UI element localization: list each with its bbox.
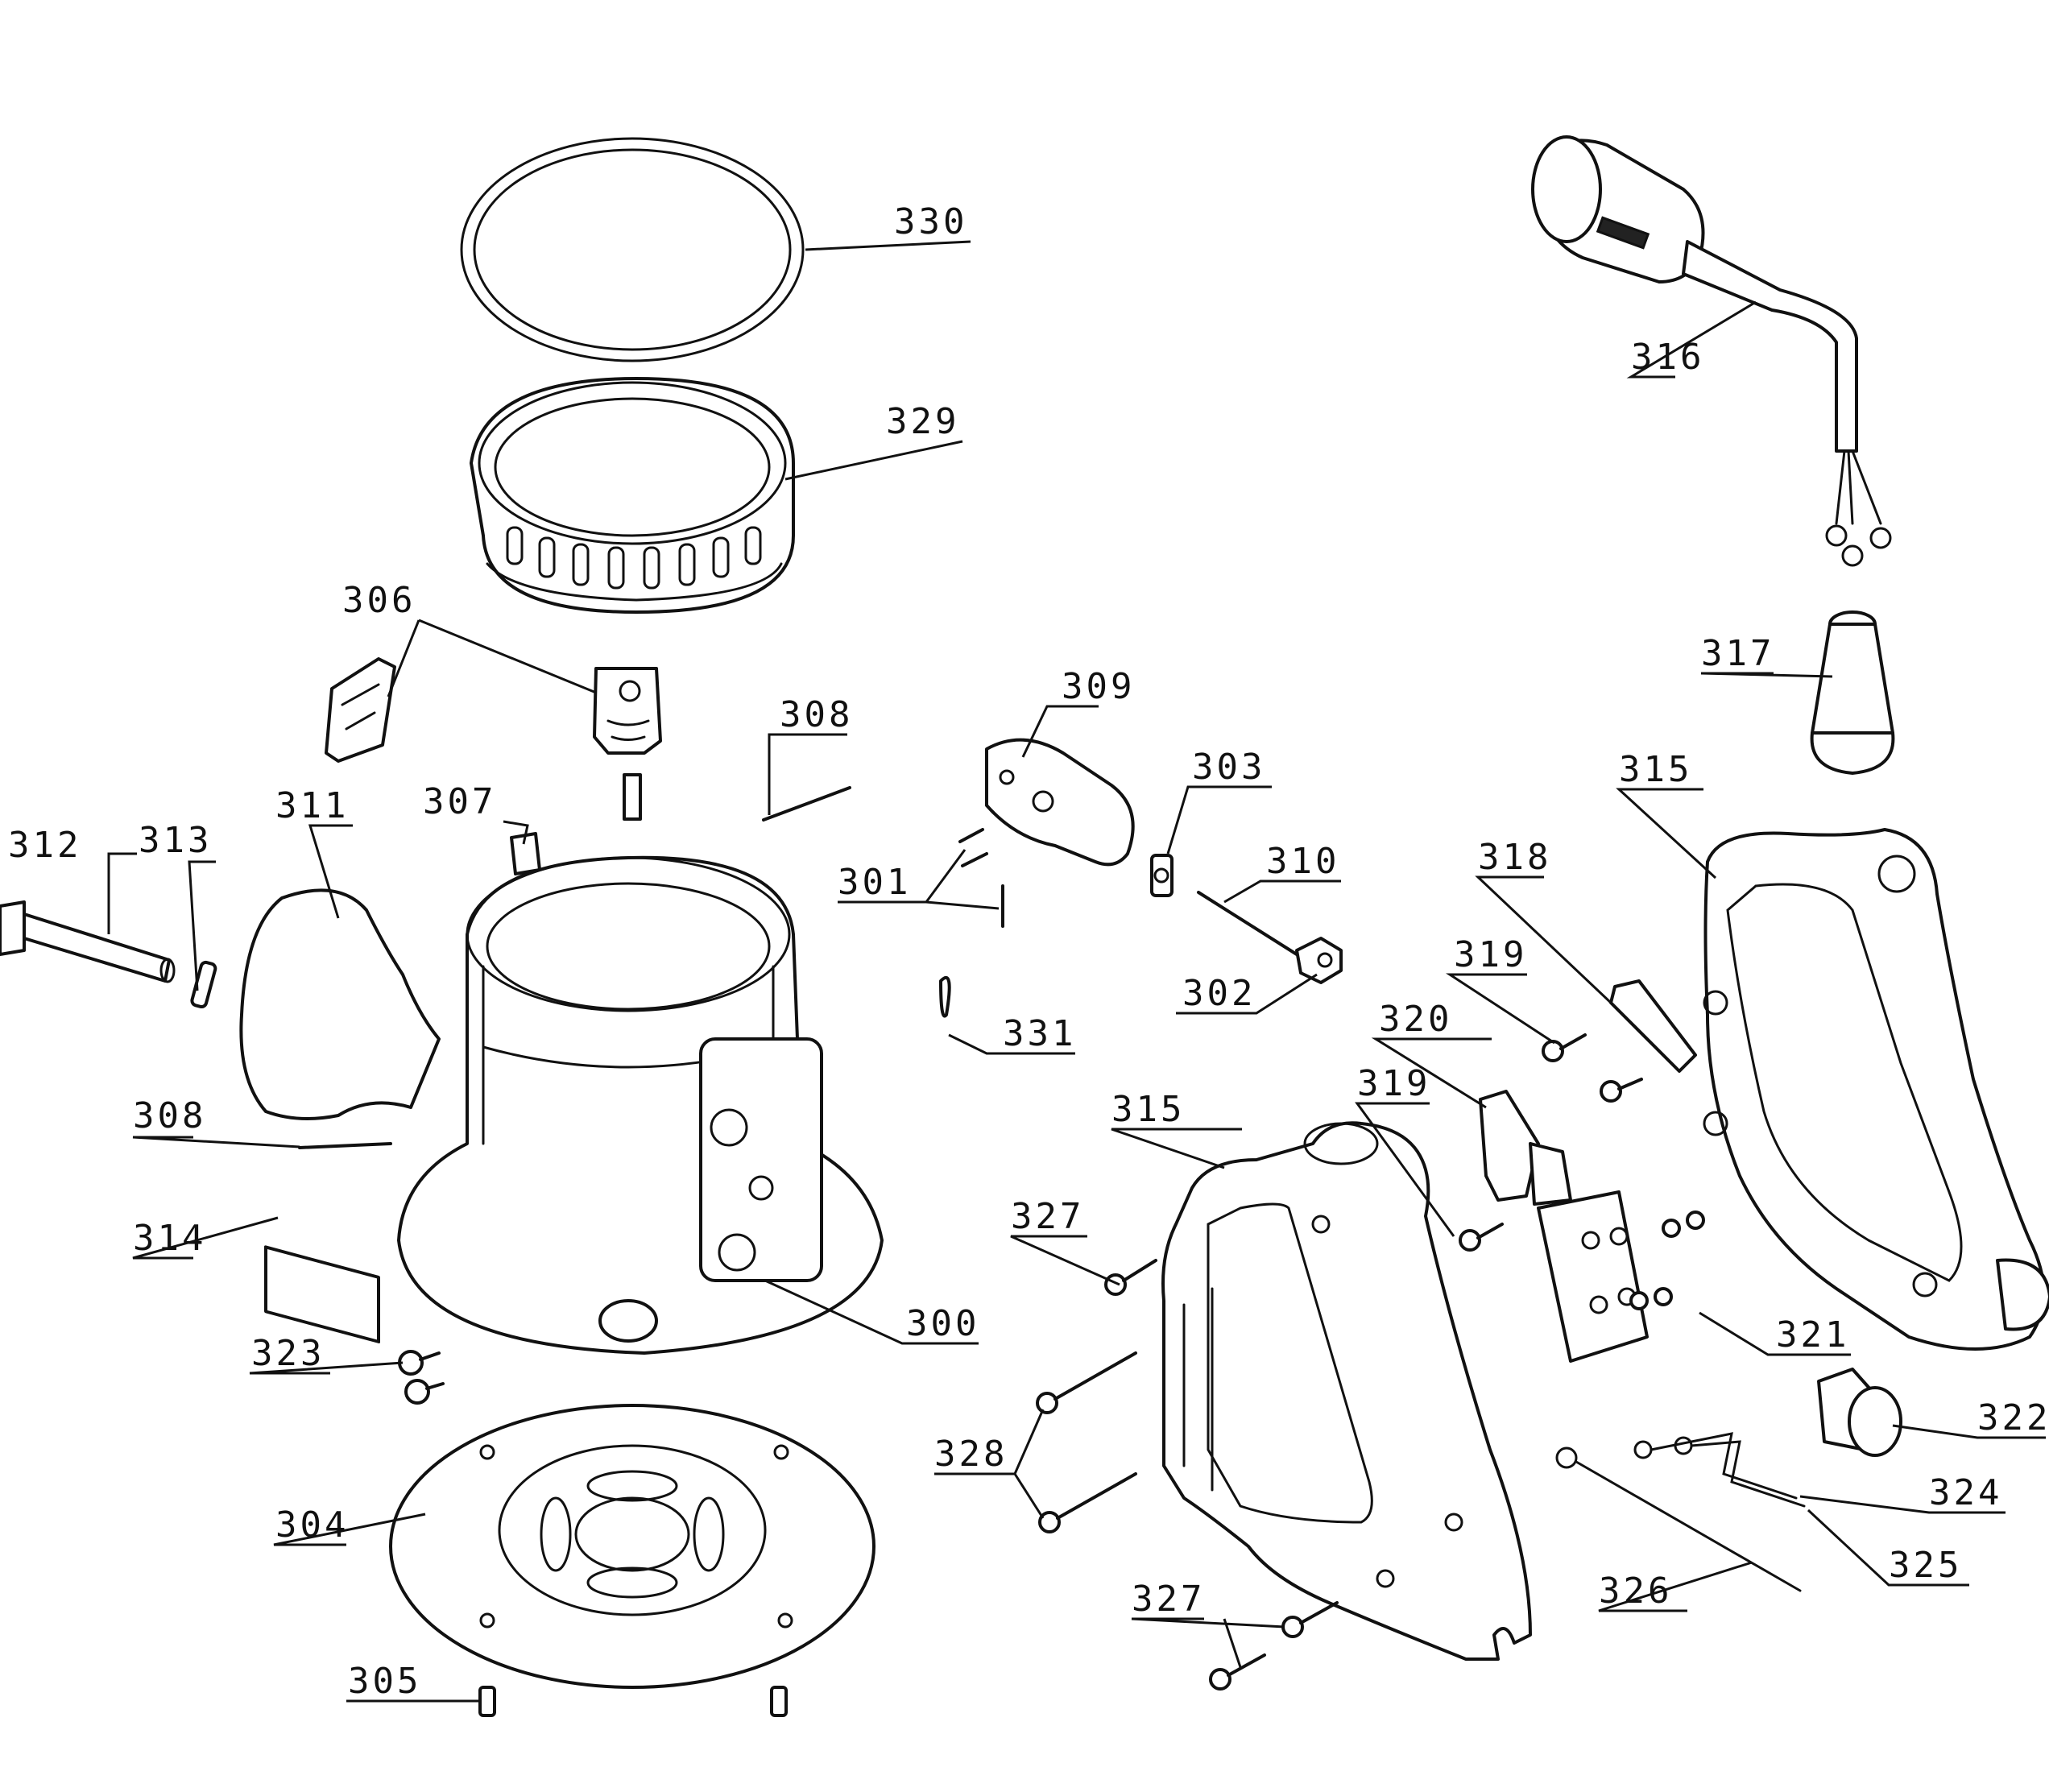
callout-323: 323 bbox=[251, 1333, 325, 1374]
part-304-sub-base bbox=[389, 1404, 875, 1689]
part-319-screws-upper bbox=[1542, 1033, 1643, 1103]
part-329-adjustment-ring bbox=[470, 377, 795, 614]
callout-319-upper: 319 bbox=[1454, 934, 1527, 975]
part-300-base-housing bbox=[397, 855, 884, 1355]
callout-320: 320 bbox=[1379, 999, 1452, 1040]
part-308-pin-upper bbox=[762, 786, 851, 822]
part-327-screws-lower bbox=[1209, 1601, 1339, 1691]
part-319-screw-lower bbox=[1459, 1223, 1504, 1252]
callout-310: 310 bbox=[1266, 841, 1339, 882]
part-pin bbox=[623, 773, 642, 821]
part-305-screws bbox=[478, 1686, 788, 1717]
callout-306: 306 bbox=[342, 580, 416, 621]
part-312-chip-deflector bbox=[239, 888, 441, 1120]
part-301-pins bbox=[958, 828, 1004, 928]
part-324-325-leads bbox=[1633, 1432, 1806, 1508]
callout-303: 303 bbox=[1192, 747, 1265, 788]
part-323-screws bbox=[398, 1350, 445, 1405]
callout-305: 305 bbox=[348, 1661, 421, 1702]
callout-318: 318 bbox=[1478, 837, 1551, 878]
part-331-spring bbox=[939, 975, 951, 1018]
part-311-label bbox=[264, 1245, 380, 1344]
callout-302: 302 bbox=[1182, 973, 1256, 1014]
part-326-lead bbox=[1555, 1446, 1802, 1592]
callout-331: 331 bbox=[1003, 1013, 1076, 1054]
callout-301: 301 bbox=[838, 862, 911, 903]
callout-327-upper: 327 bbox=[1011, 1196, 1084, 1237]
callout-315-front: 315 bbox=[1111, 1089, 1185, 1130]
callout-308-lower: 308 bbox=[133, 1095, 206, 1136]
callout-307: 307 bbox=[423, 781, 496, 822]
part-303-washer bbox=[1150, 854, 1174, 897]
callout-labels: 330 329 306 307 308 309 303 301 310 302 … bbox=[8, 201, 2049, 1702]
callout-328: 328 bbox=[934, 1434, 1008, 1475]
callout-319-lower: 319 bbox=[1357, 1063, 1430, 1104]
part-327-screw-upper bbox=[1104, 1259, 1157, 1296]
part-308-pin-lower bbox=[298, 1142, 392, 1149]
callout-300: 300 bbox=[906, 1303, 979, 1344]
part-328-screws bbox=[1036, 1351, 1137, 1533]
callout-304: 304 bbox=[275, 1504, 349, 1546]
part-318-switch-lever bbox=[1609, 979, 1697, 1073]
callout-330: 330 bbox=[894, 201, 967, 242]
callout-311: 314 bbox=[133, 1218, 206, 1259]
callout-314: 313 bbox=[139, 820, 212, 861]
callout-312: 311 bbox=[275, 785, 349, 826]
part-317-strain-relief bbox=[1810, 610, 1895, 775]
callout-324: 324 bbox=[1929, 1472, 2002, 1513]
part-315-handle-front bbox=[1161, 1121, 1532, 1661]
part-310-pin bbox=[1197, 891, 1298, 956]
callout-309: 309 bbox=[1062, 666, 1135, 707]
part-321-screws bbox=[1629, 1211, 1705, 1310]
callout-321: 321 bbox=[1776, 1314, 1849, 1355]
callout-308-upper: 308 bbox=[780, 694, 853, 735]
part-330-o-ring bbox=[460, 137, 805, 362]
callout-325: 325 bbox=[1889, 1545, 1962, 1586]
callout-317: 317 bbox=[1701, 633, 1774, 674]
callout-326: 326 bbox=[1599, 1571, 1672, 1612]
part-302-nut bbox=[1295, 937, 1343, 984]
callout-322: 322 bbox=[1977, 1397, 2049, 1438]
callout-316: 316 bbox=[1631, 337, 1704, 378]
callout-315-rear: 315 bbox=[1619, 749, 1692, 790]
part-320-switch bbox=[1479, 1090, 1649, 1363]
part-322-connector bbox=[1817, 1368, 1902, 1457]
part-313-shaft bbox=[0, 900, 176, 983]
part-315-handle-rear bbox=[1703, 828, 2049, 1351]
part-309-lever bbox=[985, 738, 1135, 867]
callout-329: 329 bbox=[886, 401, 959, 442]
part-316-power-cord bbox=[1531, 135, 1892, 567]
part-306-lock-button bbox=[325, 657, 662, 763]
callout-313: 312 bbox=[8, 825, 81, 866]
leader-lines bbox=[107, 240, 2046, 1703]
callout-327-lower: 327 bbox=[1132, 1579, 1205, 1620]
